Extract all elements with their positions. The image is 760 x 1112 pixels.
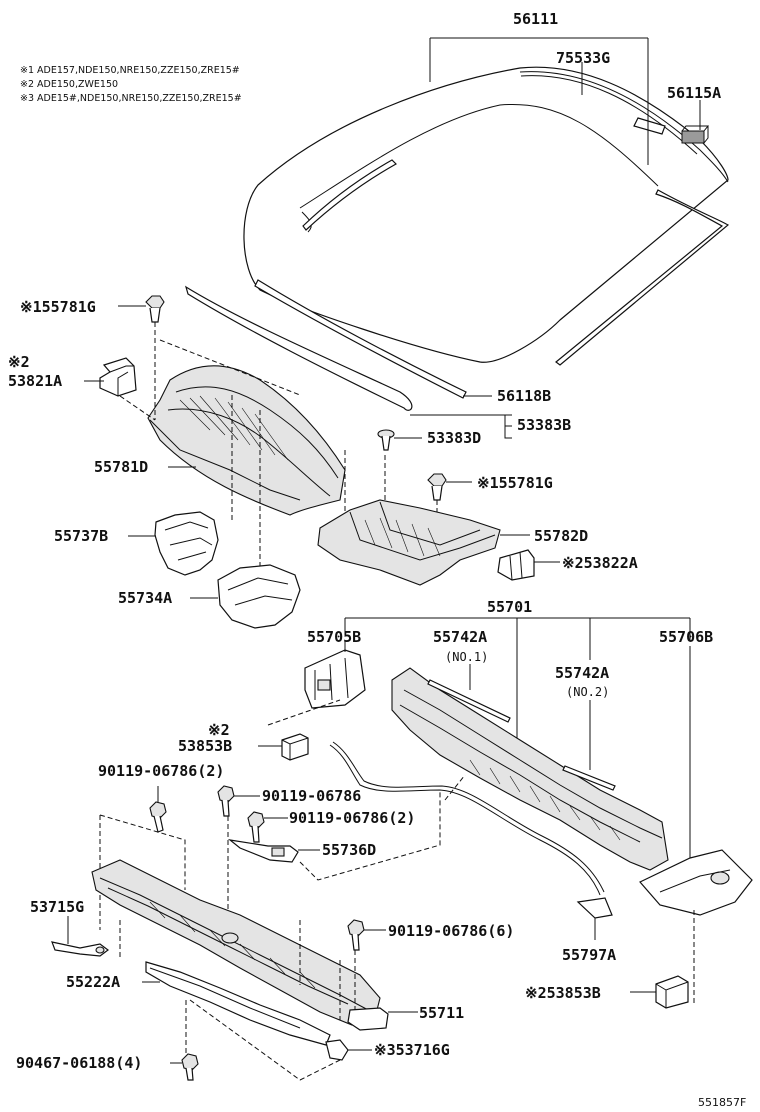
bracket-55736D-shape [227, 839, 299, 863]
reference-code: 551857F [698, 1096, 746, 1109]
label-55742A-1-sub: (NO.1) [445, 650, 488, 664]
note-2: ※2 ADE150,ZWE150 [20, 79, 118, 90]
clip-55781G-b-shape [427, 473, 447, 501]
bracket-53822A-shape [497, 549, 535, 581]
label-55742A-2: 55742A [555, 664, 609, 682]
clip-53383D-shape [377, 429, 395, 451]
note-1: ※1 ADE157,NDE150,NRE150,ZZE150,ZRE15# [20, 65, 240, 76]
cowl-lower-panel-shape [91, 859, 381, 1026]
duct-55734A-shape [217, 564, 301, 629]
bracket-55705B-shape [304, 649, 366, 709]
label-56115A: 56115A [667, 84, 721, 102]
label-53821A-mark: ※2 [8, 353, 30, 371]
label-55734A: 55734A [118, 589, 172, 607]
cowl-panel-55701-shape [391, 667, 669, 871]
label-55736D: 55736D [322, 841, 376, 859]
label-75533G: 75533G [556, 49, 610, 67]
bracket-55706B-shape [639, 849, 753, 916]
label-90119-b: 90119-06786 [262, 787, 361, 805]
label-53716G: ※353716G [374, 1041, 450, 1059]
label-55711: 55711 [419, 1004, 464, 1022]
clip-56115A-shape [681, 125, 710, 144]
clip-53716G-shape [325, 1039, 349, 1061]
clip-53715G-shape [51, 941, 109, 957]
label-56118B: 56118B [497, 387, 551, 405]
clip-55781G-a-shape [145, 295, 165, 323]
label-90467: 90467-06188(4) [16, 1054, 142, 1072]
label-53383B: 53383B [517, 416, 571, 434]
label-55797A: 55797A [562, 946, 616, 964]
label-53853B-b: ※253853B [525, 984, 601, 1002]
label-90119-c: 90119-06786(2) [289, 809, 415, 827]
label-55706B: 55706B [659, 628, 713, 646]
bolt-90119-c-shape [247, 811, 265, 843]
label-55705B: 55705B [307, 628, 361, 646]
bracket-53821A-shape [99, 357, 137, 397]
label-55781D: 55781D [94, 458, 148, 476]
washer-hose-shape [329, 744, 601, 896]
label-55742A-2-sub: (NO.2) [566, 685, 609, 699]
weatherstrip-56118B-shape [185, 285, 413, 411]
label-53715G: 53715G [30, 898, 84, 916]
label-55781G-a: ※155781G [20, 298, 96, 316]
label-53853B-a-mark: ※2 [208, 721, 230, 739]
label-56111: 56111 [513, 10, 558, 28]
molding-75533G-shape [519, 71, 729, 183]
clip-55797A-shape [576, 897, 613, 919]
label-53853B-a: 53853B [178, 737, 232, 755]
label-53822A: ※253822A [562, 554, 638, 572]
label-55742A-1: 55742A [433, 628, 487, 646]
label-55737B: 55737B [54, 527, 108, 545]
label-90119-d: 90119-06786(6) [388, 922, 514, 940]
duct-55737B-shape [154, 511, 219, 576]
label-55782D: 55782D [534, 527, 588, 545]
label-53821A: 53821A [8, 372, 62, 390]
clip-90467-shape [181, 1053, 199, 1081]
cowl-vent-55782D-shape [317, 499, 501, 586]
label-55781G-b: ※155781G [477, 474, 553, 492]
label-90119-a: 90119-06786(2) [98, 762, 224, 780]
bolt-90119-d-shape [347, 919, 365, 951]
cowl-vent-55781D-shape [147, 365, 346, 516]
pad-53853B-b-shape [655, 975, 689, 1009]
label-55222A: 55222A [66, 973, 120, 991]
label-53383D: 53383D [427, 429, 481, 447]
seal-55222A-shape [145, 961, 331, 1046]
bolt-90119-a-shape [149, 801, 167, 833]
bolt-90119-b-shape [217, 785, 235, 817]
bracket-55711-shape [347, 1007, 389, 1031]
label-55701: 55701 [487, 598, 532, 616]
note-3: ※3 ADE15#,NDE150,NRE150,ZZE150,ZRE15# [20, 93, 242, 104]
pad-53853B-a-shape [281, 733, 309, 761]
